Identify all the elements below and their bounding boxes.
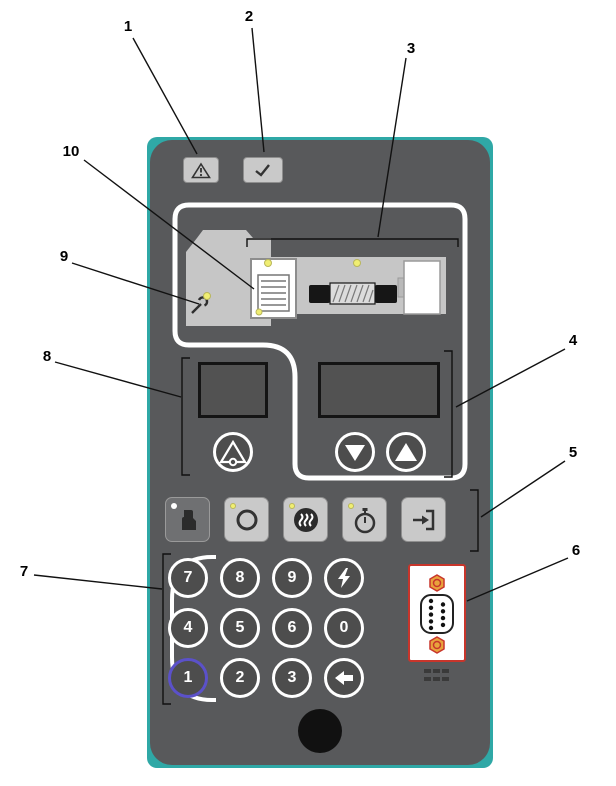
heating-icon xyxy=(293,507,318,532)
alarm-up-button[interactable] xyxy=(213,432,253,472)
key-7[interactable]: 7 xyxy=(168,558,208,598)
key-0-label: 0 xyxy=(339,619,349,636)
callout-6: 6 xyxy=(571,542,581,559)
hex-screw-icon xyxy=(429,574,445,592)
callout-1: 1 xyxy=(123,18,133,35)
key-8[interactable]: 8 xyxy=(220,558,260,598)
key-7-label: 7 xyxy=(183,569,193,586)
db9-pins xyxy=(428,598,446,631)
callout-3: 3 xyxy=(406,40,416,57)
key-3-label: 3 xyxy=(287,669,297,686)
db9-graphic xyxy=(420,574,454,654)
callout-8: 8 xyxy=(42,348,52,365)
increase-button[interactable] xyxy=(386,432,426,472)
down-arrow-icon xyxy=(345,445,365,461)
bottom-knob xyxy=(298,709,342,753)
confirm-button[interactable] xyxy=(243,157,283,183)
callout-9: 9 xyxy=(59,248,69,265)
circle-mode-button[interactable] xyxy=(224,497,269,542)
manual-mode-led xyxy=(171,503,177,509)
manual-mode-icon xyxy=(181,509,196,530)
heating-button[interactable] xyxy=(283,497,328,542)
callout-7: 7 xyxy=(19,563,29,580)
callout-5: 5 xyxy=(568,444,578,461)
key-9-label: 9 xyxy=(287,569,297,586)
transfer-button[interactable] xyxy=(401,497,446,542)
decrease-button[interactable] xyxy=(335,432,375,472)
key-2[interactable]: 2 xyxy=(220,658,260,698)
key-4[interactable]: 4 xyxy=(168,608,208,648)
key-1[interactable]: 1 xyxy=(168,658,208,698)
manual-mode-button[interactable] xyxy=(165,497,210,542)
key-8-label: 8 xyxy=(235,569,245,586)
key-0[interactable]: 0 xyxy=(324,608,364,648)
heating-led xyxy=(289,503,295,509)
left-display xyxy=(198,362,268,418)
timer-led xyxy=(348,503,354,509)
key-start[interactable] xyxy=(324,558,364,598)
hex-screw-icon xyxy=(429,636,445,654)
key-3[interactable]: 3 xyxy=(272,658,312,698)
key-1-label: 1 xyxy=(183,669,193,686)
key-5[interactable]: 5 xyxy=(220,608,260,648)
warning-button[interactable] xyxy=(183,157,219,183)
alarm-up-icon xyxy=(219,439,247,467)
check-icon xyxy=(255,164,270,177)
db9-serial-port xyxy=(408,564,466,662)
key-6[interactable]: 6 xyxy=(272,608,312,648)
right-display xyxy=(318,362,440,418)
up-arrow-icon xyxy=(395,443,417,461)
timer-icon xyxy=(354,507,375,533)
circle-mode-led xyxy=(230,503,236,509)
start-icon xyxy=(338,568,350,588)
callout-2: 2 xyxy=(244,8,254,25)
key-backspace[interactable] xyxy=(324,658,364,698)
callout-4: 4 xyxy=(568,332,578,349)
key-2-label: 2 xyxy=(235,669,245,686)
key-4-label: 4 xyxy=(183,619,193,636)
callout-10: 10 xyxy=(62,143,80,160)
key-6-label: 6 xyxy=(287,619,297,636)
key-9[interactable]: 9 xyxy=(272,558,312,598)
timer-button[interactable] xyxy=(342,497,387,542)
backspace-icon xyxy=(335,671,353,685)
key-5-label: 5 xyxy=(235,619,245,636)
network-port-icon xyxy=(424,669,449,681)
warning-triangle-icon xyxy=(191,161,211,178)
circle-icon xyxy=(236,509,257,530)
transfer-icon xyxy=(412,509,434,530)
